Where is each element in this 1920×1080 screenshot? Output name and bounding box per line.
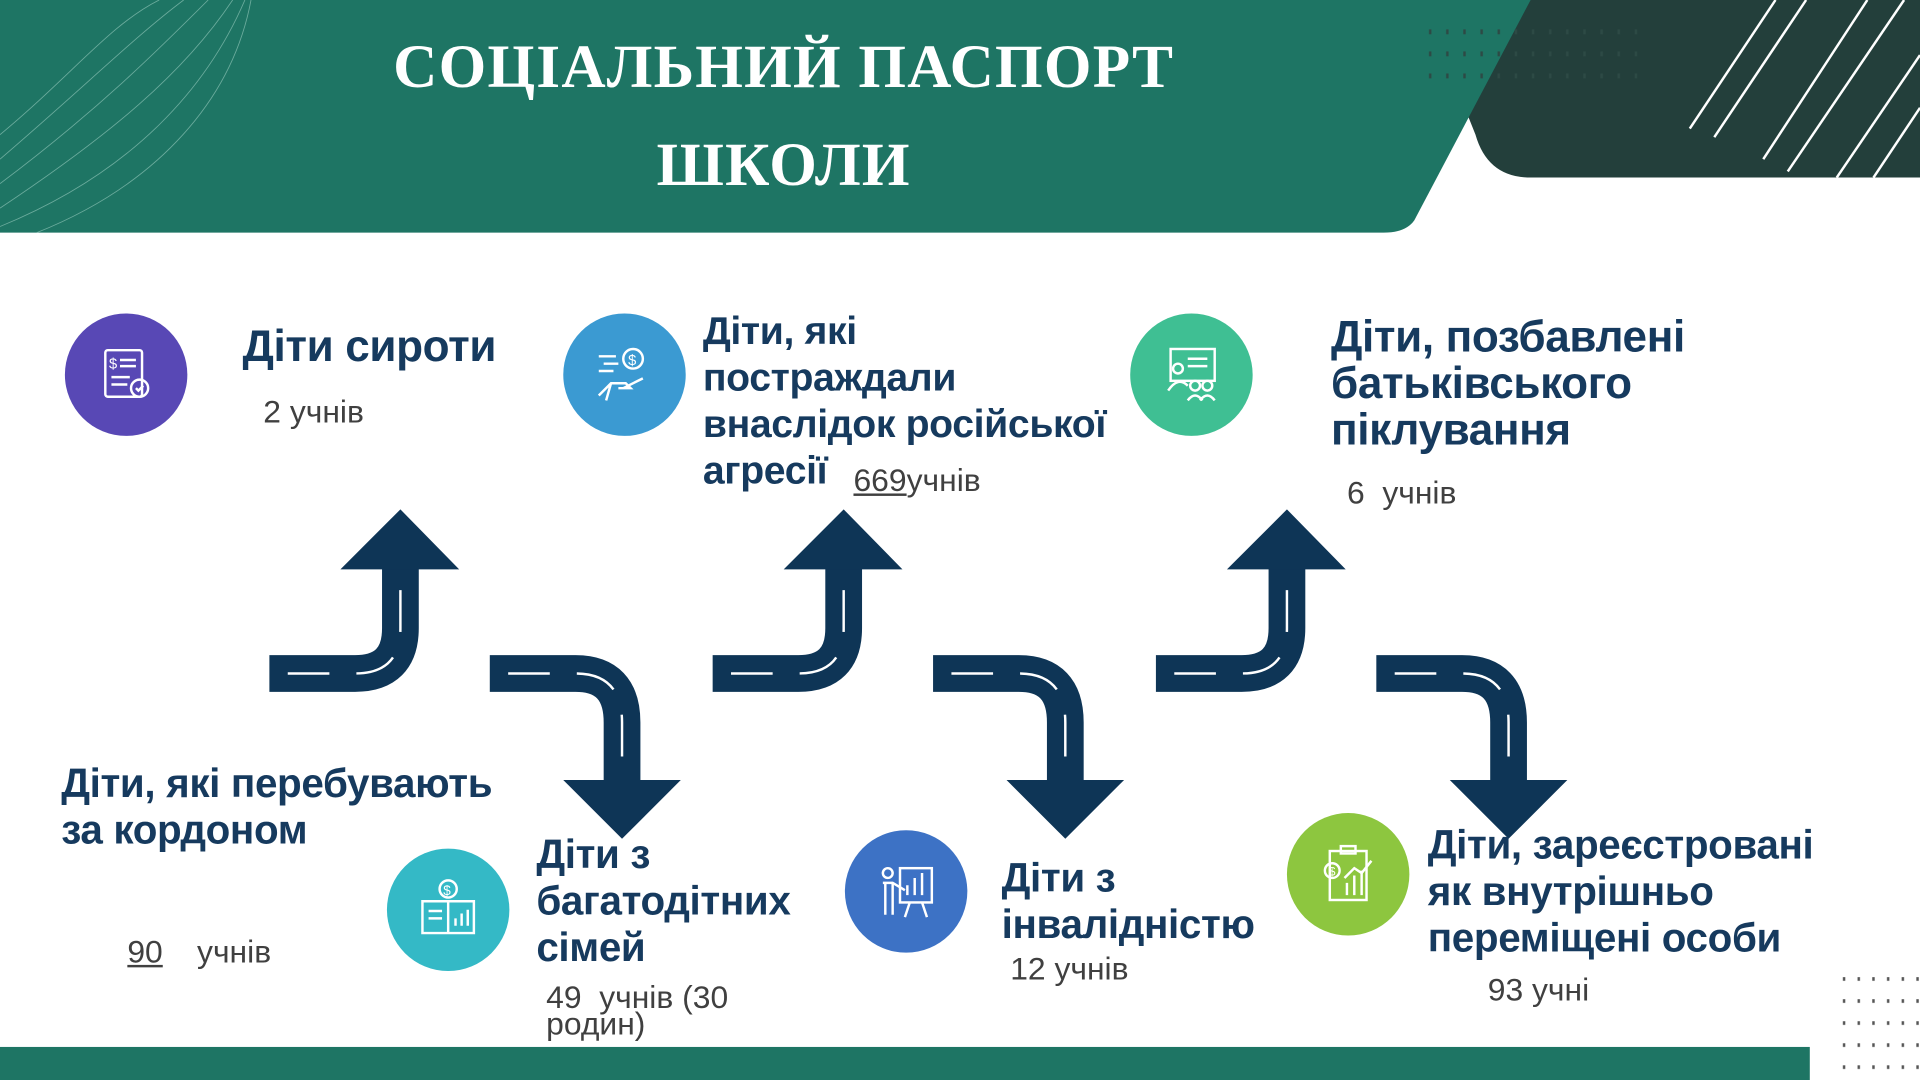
book-money-icon: $ (421, 879, 476, 935)
clipboard-chart-icon: $ (1323, 844, 1373, 902)
diagonal-lines (1688, 0, 1920, 179)
wave-lines (0, 0, 252, 234)
category-icon-circle (844, 830, 968, 953)
category-icon-circle: $ (563, 313, 686, 436)
teacher-board-icon (881, 866, 934, 918)
category-count: 669учнів (853, 461, 981, 499)
dot-grid (1420, 18, 1641, 86)
down-arrow-road (1376, 655, 1527, 784)
up-arrow-lane-marking (1155, 565, 1289, 675)
svg-text:$: $ (628, 353, 636, 369)
up-arrow-road (1155, 565, 1306, 692)
category-count: 12 учнів (1010, 950, 1129, 987)
up-arrow-lane-marking (712, 565, 845, 675)
category-count: 6 учнів (1346, 473, 1457, 511)
presentation-group-icon (1167, 347, 1216, 402)
down-arrow-road (489, 655, 641, 784)
category-icon-circle (1130, 313, 1253, 436)
category-icon-circle: $ (64, 313, 188, 436)
svg-text:$: $ (109, 357, 117, 373)
up-arrow-head (783, 509, 903, 570)
down-arrow-lane-marking (489, 672, 624, 784)
hand-money-icon: $ (597, 347, 645, 401)
down-arrow-lane-marking (1376, 672, 1510, 784)
up-arrow-head (1226, 509, 1346, 570)
dot-grid (1834, 961, 1920, 1080)
footer-bar (0, 1046, 1810, 1080)
page-title-line1: СОЦІАЛЬНИЙ ПАСПОРТ (393, 31, 1175, 101)
up-arrow-lane-marking (269, 565, 402, 675)
down-arrow-lane-marking (933, 672, 1067, 784)
up-arrow-head (340, 509, 460, 570)
page-title-line2: ШКОЛИ (656, 129, 911, 199)
down-arrow-road (933, 655, 1084, 784)
category-count: 2 учнів (263, 393, 364, 430)
svg-text:$: $ (1329, 865, 1336, 879)
up-arrow-road (269, 565, 419, 692)
invoice-check-icon: $ (104, 348, 150, 398)
down-arrow-head (1006, 780, 1125, 839)
category-icon-circle: $ (386, 848, 510, 972)
up-arrow-road (712, 565, 863, 692)
category-count: 93 учні (1487, 971, 1590, 1008)
down-arrow-head (1449, 780, 1568, 839)
header-band (0, 0, 1531, 233)
category-icon-circle: $ (1286, 813, 1410, 936)
down-arrow-head (563, 780, 681, 839)
svg-text:$: $ (443, 883, 451, 898)
category-heading: Діти сироти (242, 320, 497, 372)
